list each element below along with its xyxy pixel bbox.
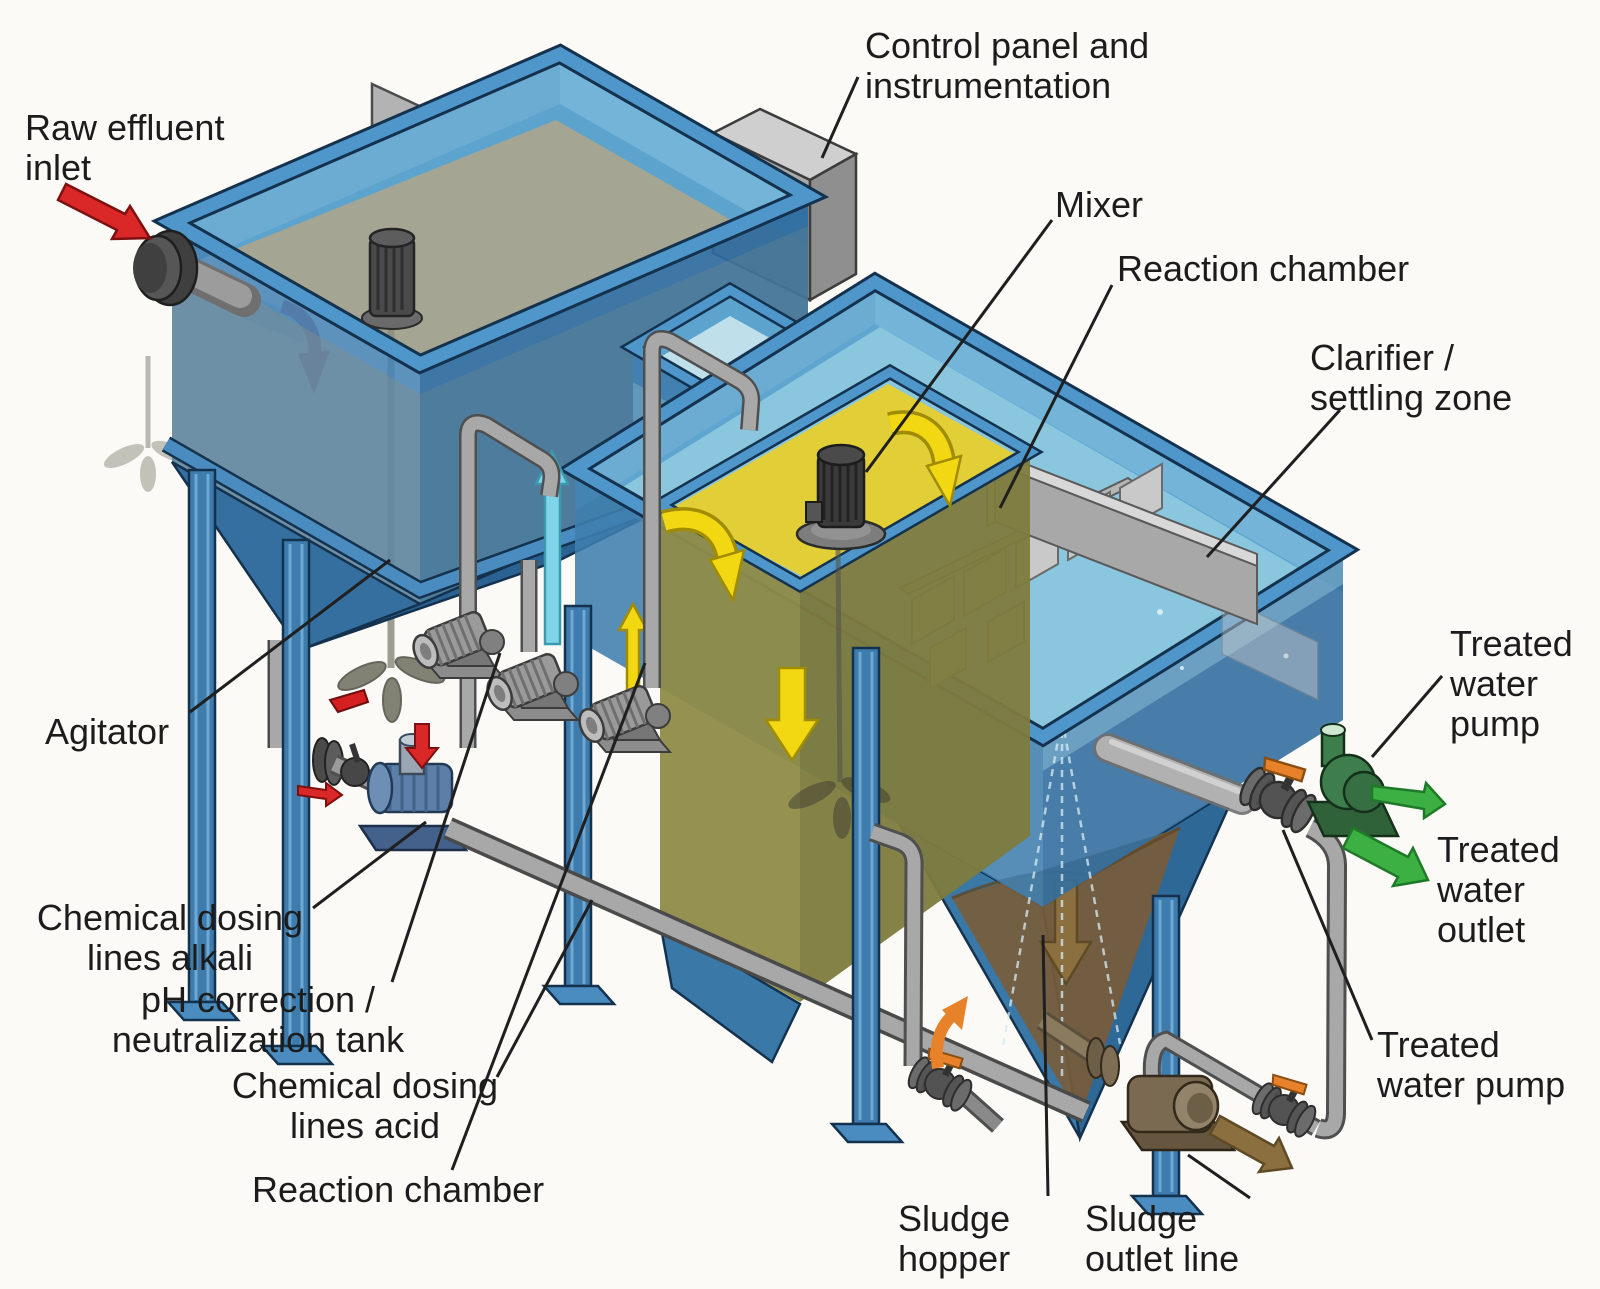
label-treated-water-pump-upper: Treated water pump	[1450, 623, 1573, 744]
label-sludge-hopper: Sludge hopper	[898, 1198, 1011, 1279]
leg	[829, 646, 905, 1144]
agitator-motor	[361, 227, 423, 330]
leg	[165, 468, 241, 1022]
sludge-pump-assembly	[1036, 1011, 1328, 1174]
dosing-piping	[459, 330, 761, 748]
drain-arrow-orange-icon	[930, 996, 968, 1069]
flow-arrow-yellow-down	[763, 666, 821, 763]
raw-inlet-flange	[133, 229, 261, 317]
flow-arrow-yellow-curved-1	[660, 507, 746, 604]
sludge-outlet-arrow-icon	[1208, 1114, 1294, 1174]
transfer-pump-assembly	[312, 688, 469, 852]
label-treated-water-outlet: Treated water outlet	[1437, 829, 1560, 950]
settling-stream-lines	[1001, 717, 1122, 1078]
label-reaction-chamber-bottom: Reaction chamber	[252, 1169, 545, 1210]
support-legs-front	[829, 646, 1205, 1216]
label-clarifier: Clarifier / settling zone	[1310, 337, 1513, 418]
label-control-panel: Control panel and instrumentation	[865, 25, 1150, 106]
treated-water-outlet-arrow-icon	[1341, 826, 1430, 888]
treated-water-out-arrow-icon	[1370, 780, 1447, 821]
treated-water-assembly	[1234, 723, 1447, 1140]
sludge-settling-arrow	[1038, 878, 1094, 987]
leader-lines	[189, 76, 1444, 1200]
mixer-motor	[795, 443, 887, 551]
red-valve-handle	[328, 688, 370, 714]
raw-effluent-arrow-icon	[56, 182, 153, 241]
label-mixer: Mixer	[1055, 184, 1143, 225]
reaction-chamber-shape	[645, 363, 1045, 1064]
label-dosing-acid: Chemical dosing lines acid	[231, 1065, 499, 1146]
flow-arrow-yellow-curved-2	[887, 410, 963, 510]
label-ph-tank: pH correction / neutralization tank	[111, 979, 405, 1060]
label-reaction-chamber-top: Reaction chamber	[1117, 248, 1410, 289]
label-agitator: Agitator	[45, 711, 170, 752]
dosing-red-arrows	[56, 182, 441, 808]
drain-assembly	[868, 823, 1005, 1133]
ph-tank-water-surface	[228, 120, 752, 364]
agitator-propeller-rear	[103, 356, 193, 492]
treated-water-pump-shape	[1306, 723, 1400, 838]
label-raw-effluent-inlet: Raw effluent inlet	[25, 107, 225, 188]
label-dosing-alkali: Chemical dosing lines alkali	[36, 897, 304, 978]
label-treated-water-pump-lower: Treated water pump	[1377, 1024, 1566, 1105]
ph-neutralization-tank	[103, 43, 830, 748]
label-sludge-outlet: Sludge outlet line	[1085, 1198, 1240, 1279]
